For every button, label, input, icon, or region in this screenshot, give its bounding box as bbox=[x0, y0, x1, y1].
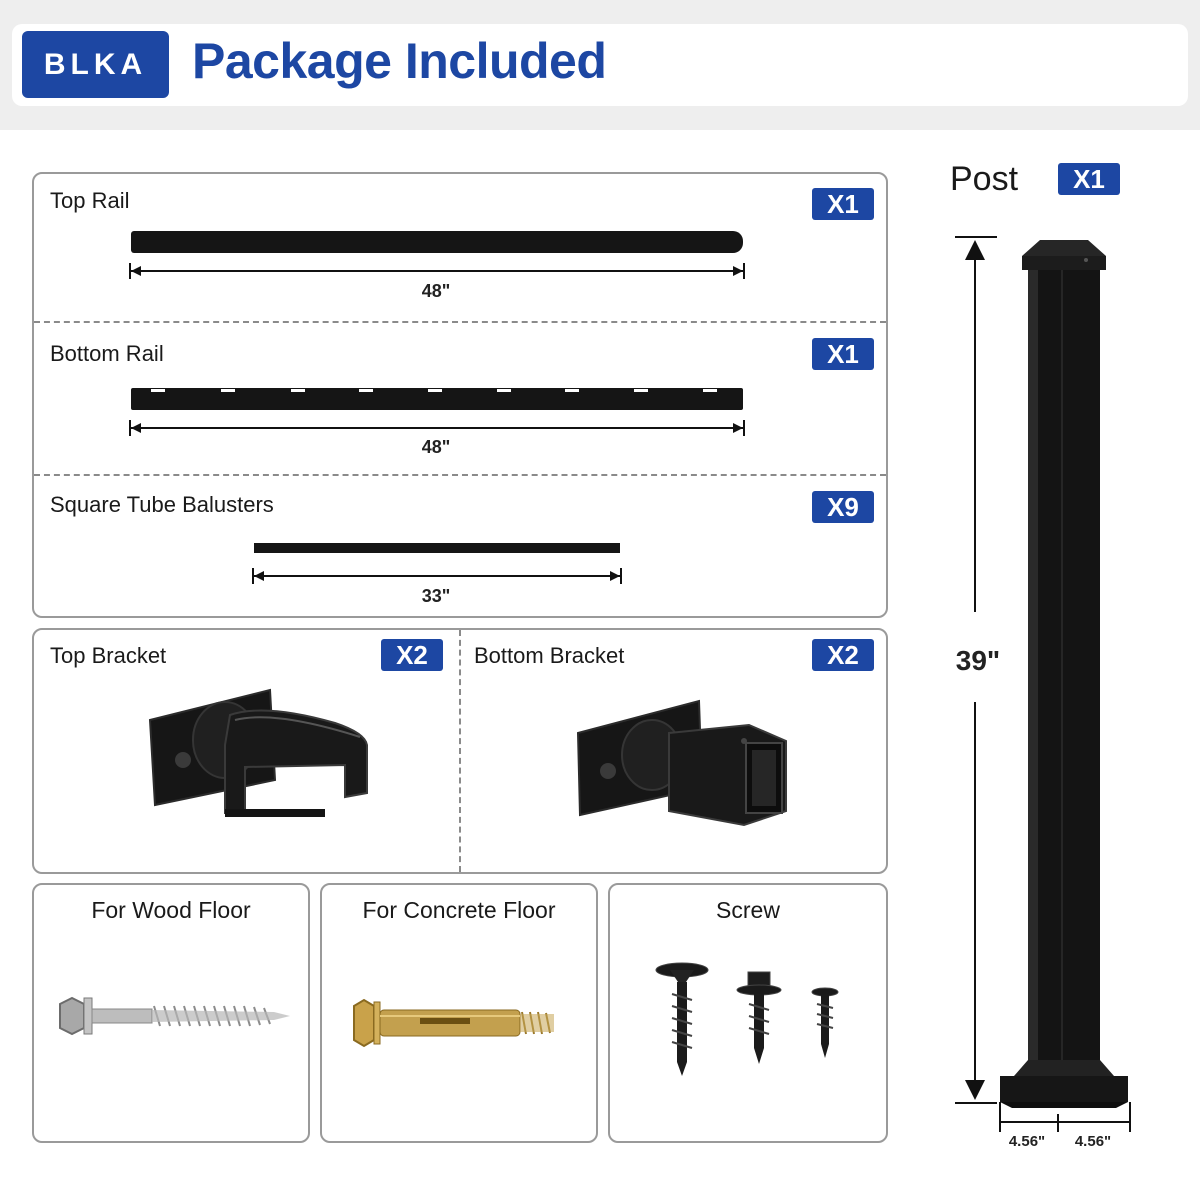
brand-logo: BLKA bbox=[22, 31, 169, 98]
bottom-rail-length: 48" bbox=[421, 437, 451, 457]
balusters-qty-badge: X9 bbox=[812, 491, 874, 523]
post-base-depth: 4.56" bbox=[1074, 1133, 1112, 1150]
top-rail-length: 48" bbox=[421, 281, 451, 301]
lag-bolt-icon bbox=[59, 996, 290, 1036]
page-title: Package Included bbox=[192, 33, 607, 89]
bottom-rail-image bbox=[131, 388, 743, 410]
header-card bbox=[12, 24, 1188, 106]
screw-label: Screw bbox=[716, 897, 780, 923]
baluster-image bbox=[254, 543, 620, 553]
divider bbox=[34, 321, 886, 323]
bottom-rail-dimension-line bbox=[129, 420, 745, 436]
bottom-rail-qty-badge: X1 bbox=[812, 338, 874, 370]
screws-icon bbox=[655, 962, 839, 1076]
screw-panel bbox=[608, 883, 888, 1143]
post-image bbox=[1000, 240, 1128, 1108]
post-base-dimension bbox=[999, 1102, 1131, 1132]
concrete-floor-label: For Concrete Floor bbox=[362, 897, 556, 923]
baluster-dimension-line bbox=[252, 568, 622, 584]
expansion-anchor-icon bbox=[353, 998, 554, 1048]
top-rail-image bbox=[131, 231, 743, 253]
top-bracket-icon bbox=[148, 688, 368, 817]
bottom-bracket-qty-badge: X2 bbox=[812, 639, 874, 671]
post-label: Post bbox=[950, 160, 1019, 198]
divider bbox=[34, 474, 886, 476]
post-height-dimension bbox=[955, 236, 997, 1104]
post-base-width: 4.56" bbox=[1008, 1133, 1046, 1150]
top-bracket-label: Top Bracket bbox=[50, 643, 167, 668]
divider bbox=[459, 630, 461, 872]
balusters-label: Square Tube Balusters bbox=[50, 492, 274, 517]
post-qty-badge: X1 bbox=[1058, 163, 1120, 195]
bottom-bracket-label: Bottom Bracket bbox=[474, 643, 625, 668]
bottom-rail-label: Bottom Rail bbox=[50, 341, 164, 366]
top-rail-label: Top Rail bbox=[50, 188, 130, 213]
top-bracket-qty-badge: X2 bbox=[381, 639, 443, 671]
wood-floor-label: For Wood Floor bbox=[91, 897, 251, 923]
post-height: 39" bbox=[955, 645, 1001, 676]
bottom-bracket-icon bbox=[576, 699, 787, 827]
baluster-length: 33" bbox=[421, 586, 451, 606]
top-rail-dimension-line bbox=[129, 263, 745, 279]
top-rail-qty-badge: X1 bbox=[812, 188, 874, 220]
